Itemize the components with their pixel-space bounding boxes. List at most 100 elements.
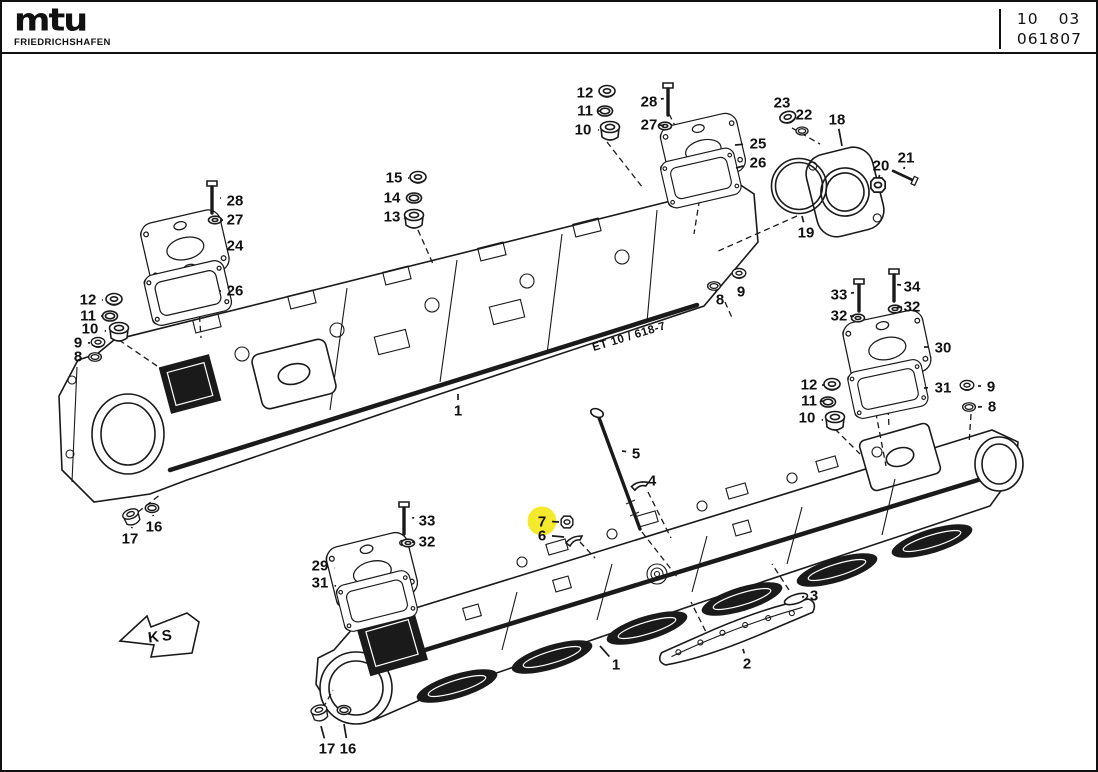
washer-32-right2-glyph: [887, 304, 903, 314]
leader-line: [734, 143, 744, 146]
plug-9-left-glyph: [90, 336, 106, 348]
ks-label: KS: [147, 626, 176, 646]
intake-ports: [416, 524, 973, 703]
part-callout-9: 9: [978, 378, 995, 395]
nut-20-glyph: [869, 176, 887, 194]
part-number-label: 10: [82, 320, 99, 337]
part-number-label: 33: [419, 512, 436, 529]
part-callout-12: 12: [801, 376, 825, 393]
logo-wordmark: mtu: [14, 3, 88, 39]
part-callout-32: 32: [896, 298, 920, 315]
leader-line: [343, 723, 348, 739]
ring-16-bottom-glyph: [336, 704, 352, 716]
part-number-label: 14: [384, 189, 401, 206]
ring-11-left-glyph: [101, 310, 119, 322]
leader-line: [837, 128, 843, 147]
part-callout-4: 4: [642, 472, 657, 489]
part-number-label: 12: [801, 376, 818, 393]
part-callout-22: 22: [796, 106, 812, 125]
part-callout-25: 25: [734, 135, 767, 152]
part-callout-11: 11: [577, 102, 601, 119]
part-number-label: 4: [648, 472, 657, 489]
part-callout-31: 31: [312, 574, 337, 591]
reference-divider: [998, 9, 1001, 49]
gasket-strip-2-glyph: [658, 598, 816, 666]
part-number-label: 10: [799, 409, 816, 426]
part-number-label: 32: [831, 307, 848, 324]
leader-line: [621, 450, 627, 453]
plug-9-mid-glyph: [731, 267, 747, 279]
part-number-label: 34: [904, 278, 921, 295]
small-parts: [87, 81, 977, 724]
part-callout-10: 10: [799, 409, 824, 426]
part-number-label: 1: [454, 402, 462, 419]
plug-17-left-glyph: [120, 506, 143, 528]
part-number-label: 25: [750, 135, 767, 152]
part-callout-33: 33: [831, 286, 855, 303]
catalog-sheet-number: 061807: [1016, 30, 1082, 48]
ring-11-right-glyph: [819, 396, 837, 408]
catalog-page-code: 03: [1058, 10, 1081, 28]
part-callout-10: 10: [82, 320, 107, 337]
part-number-label: 17: [122, 530, 139, 547]
part-number-label: 28: [227, 192, 244, 209]
part-number-label: 19: [798, 224, 815, 241]
plug-15-glyph: [409, 170, 427, 184]
leader-line: [551, 535, 565, 538]
part-callout-32: 32: [411, 533, 435, 550]
stud-5-glyph: [589, 407, 642, 531]
part-number-label: 6: [538, 527, 546, 544]
plug-23-glyph: [777, 108, 798, 126]
ks-direction-marker: KS: [118, 612, 200, 658]
part-number-label: 31: [312, 574, 329, 591]
part-callout-33: 33: [412, 512, 435, 529]
part-callout-6: 6: [538, 527, 565, 544]
part-callout-19: 19: [798, 215, 815, 241]
leader-line: [599, 645, 610, 658]
part-callout-10: 10: [575, 121, 600, 138]
bolt-33-right-glyph: [852, 277, 866, 313]
part-number-label: 9: [987, 378, 995, 395]
bush-10-right-glyph: [824, 410, 846, 431]
part-callout-9: 9: [74, 334, 91, 351]
part-number-label: 8: [74, 348, 82, 365]
o-ring-19-inner: [774, 161, 824, 211]
plug-12-left-glyph: [105, 292, 123, 306]
part-number-label: 30: [935, 339, 952, 356]
logo-subtitle: FRIEDRICHSHAFEN: [14, 37, 111, 48]
part-number-label: 8: [988, 398, 996, 415]
part-number-label: 8: [716, 291, 724, 308]
part-number-label: 11: [80, 307, 96, 324]
part-callout-15: 15: [386, 169, 410, 186]
part-callout-21: 21: [898, 149, 914, 170]
part-callout-17: 17: [122, 526, 139, 547]
part-callout-31: 31: [923, 379, 951, 396]
bolt-28-top-glyph: [661, 81, 675, 117]
part-callout-14: 14: [384, 189, 408, 206]
part-callout-32: 32: [831, 307, 855, 324]
seal-3-glyph: [783, 592, 809, 606]
open-port-upper: [158, 354, 222, 414]
part-number-label: 5: [632, 445, 640, 462]
nut-7-glyph: [560, 515, 574, 529]
part-callout-23: 23: [774, 94, 790, 113]
block-top-bosses: [192, 217, 630, 362]
part-number-label: 33: [831, 286, 848, 303]
clip-6-glyph: [565, 535, 583, 547]
part-callout-13: 13: [384, 208, 407, 225]
part-callout-12: 12: [577, 84, 600, 101]
part-number-label: 15: [386, 169, 403, 186]
part-callout-18: 18: [829, 111, 845, 147]
part-callout-11: 11: [801, 392, 825, 409]
ring-8-right-glyph: [961, 402, 977, 412]
part-callout-1: 1: [454, 394, 462, 419]
part-number-label: 10: [575, 121, 592, 138]
part-callout-1: 1: [599, 645, 620, 673]
part-callout-27: 27: [641, 116, 665, 133]
bolt-33-bottom-glyph: [397, 500, 411, 536]
ring-8-left-glyph: [87, 352, 103, 362]
part-number-label: 11: [801, 392, 817, 409]
plug-9-right-glyph: [959, 379, 975, 391]
